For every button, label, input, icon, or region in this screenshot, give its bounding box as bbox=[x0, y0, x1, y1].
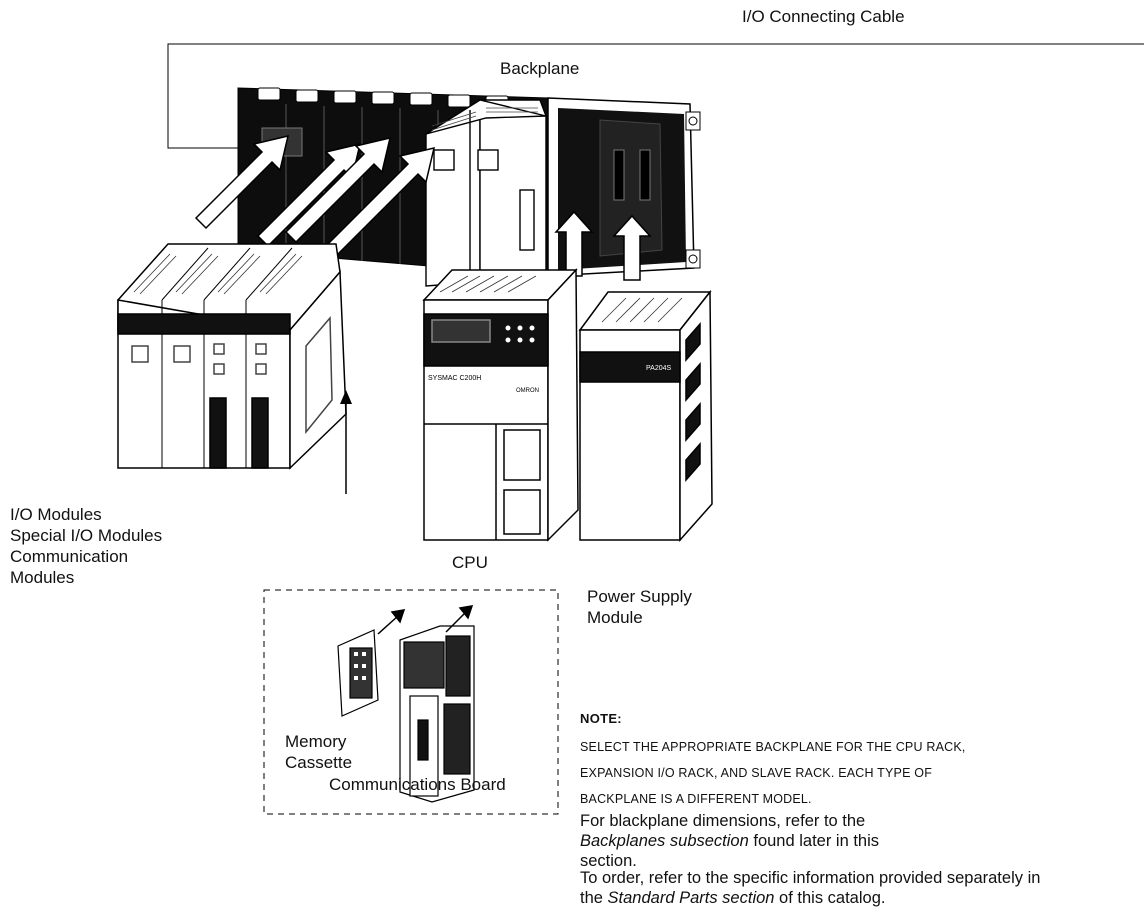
io-module-pointer-arrow bbox=[340, 390, 352, 494]
power-supply-arrows bbox=[554, 210, 652, 281]
memory-cassette bbox=[337, 629, 379, 717]
para1-text-end: found later in this section. bbox=[580, 832, 880, 870]
note-heading: NOTE: bbox=[580, 711, 622, 726]
para2-text: To order, refer to the specific informat… bbox=[580, 869, 1041, 907]
note-line-2: EXPANSION I/O RACK, AND SLAVE RACK. EACH… bbox=[580, 766, 933, 780]
io-modules-label-line2: Special I/O Modules bbox=[10, 526, 163, 545]
io-connecting-cable bbox=[167, 43, 1144, 149]
power-supply-label-line2: Module bbox=[587, 608, 643, 627]
communications-board bbox=[399, 625, 475, 803]
detail-dashed-box bbox=[263, 589, 559, 815]
io-modules-label-line1: I/O Modules bbox=[10, 505, 102, 524]
para1-text: For blackplane dimensions, refer to the bbox=[580, 812, 866, 830]
cpu-maker-text: OMRON bbox=[516, 388, 539, 394]
backplanes-subsection-ref: Backplanes subsection bbox=[580, 832, 749, 850]
note-paragraph-ordering: To order, refer to the specific informat… bbox=[580, 868, 1050, 908]
backplane-label: Backplane bbox=[500, 59, 580, 78]
psu-model-text: PA204S bbox=[646, 365, 671, 372]
standard-parts-section-ref: Standard Parts section bbox=[607, 889, 775, 907]
io-modules-label-line3: Communication bbox=[10, 547, 129, 566]
insert-arrows-small bbox=[377, 605, 474, 635]
io-connecting-cable-label: I/O Connecting Cable bbox=[742, 7, 905, 26]
note-line-3: BACKPLANE IS A DIFFERENT MODEL. bbox=[580, 792, 812, 806]
cpu-unit bbox=[422, 268, 579, 542]
power-supply-label-line1: Power Supply bbox=[587, 587, 692, 606]
note-line-1: SELECT THE APPROPRIATE BACKPLANE FOR THE… bbox=[580, 740, 966, 754]
mounted-modules bbox=[425, 98, 547, 287]
memory-cassette-label-line1: Memory bbox=[285, 732, 347, 751]
note-paragraph-dimensions: For blackplane dimensions, refer to the … bbox=[580, 811, 880, 871]
insertion-arrows bbox=[194, 134, 436, 256]
cpu-label: CPU bbox=[452, 553, 488, 572]
communications-board-label: Communications Board bbox=[329, 775, 506, 794]
memory-cassette-label-line2: Cassette bbox=[285, 753, 353, 772]
power-supply-unit bbox=[578, 289, 713, 542]
para2-text-end: of this catalog. bbox=[774, 889, 886, 907]
io-modules-label-line4: Modules bbox=[10, 568, 75, 587]
cpu-brand-text: SYSMAC C200H bbox=[428, 375, 481, 382]
io-modules-group bbox=[117, 243, 347, 470]
